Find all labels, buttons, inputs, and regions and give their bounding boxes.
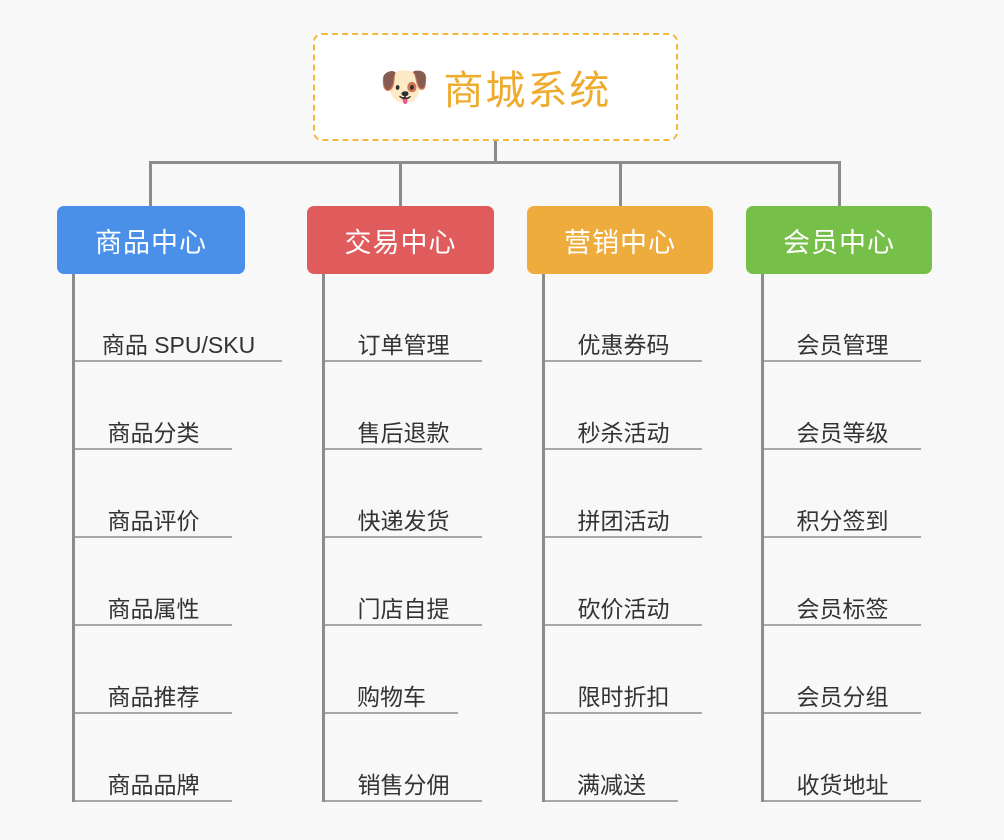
leaf-item-label: 收货地址 (796, 771, 889, 798)
leaf-item[interactable]: 会员标签 (764, 538, 921, 626)
branch-spine (72, 274, 75, 802)
root-title: 商城系统 (443, 69, 612, 113)
leaf-item[interactable]: 优惠券码 (545, 274, 702, 362)
leaf-item-label: 商品 SPU/SKU (101, 331, 256, 358)
connector-drop-2 (399, 161, 402, 206)
category-label: 会员中心 (783, 227, 895, 258)
leaf-item[interactable]: 满减送 (545, 714, 678, 802)
leaf-item-label: 砍价活动 (577, 595, 670, 622)
branch-spine (761, 274, 764, 802)
leaf-item[interactable]: 快递发货 (325, 450, 482, 538)
leaf-item-label: 满减送 (577, 771, 646, 798)
leaf-item-label: 商品评价 (107, 507, 200, 534)
leaf-item[interactable]: 销售分佣 (325, 714, 482, 802)
leaf-item-label: 购物车 (357, 683, 426, 710)
leaf-item-label: 销售分佣 (357, 771, 450, 798)
branch-product-center: 商品 SPU/SKU 商品分类 商品评价 商品属性 商品推荐 商品品牌 (72, 274, 287, 802)
leaf-item[interactable]: 订单管理 (325, 274, 482, 362)
category-box-marketing-center[interactable]: 营销中心 (527, 206, 713, 274)
leaf-item-label: 优惠券码 (577, 331, 670, 358)
leaf-item-label: 门店自提 (357, 595, 450, 622)
leaf-item-label: 快递发货 (357, 507, 450, 534)
branch-trade-center: 订单管理 售后退款 快递发货 门店自提 购物车 销售分佣 (322, 274, 522, 802)
branch-marketing-center: 优惠券码 秒杀活动 拼团活动 砍价活动 限时折扣 满减送 (542, 274, 742, 802)
leaf-item[interactable]: 商品 SPU/SKU (75, 274, 282, 362)
dog-face-icon: 🐶 (379, 65, 430, 109)
leaf-item-label: 商品属性 (107, 595, 200, 622)
category-label: 营销中心 (564, 227, 676, 258)
leaf-item-label: 商品分类 (107, 419, 200, 446)
branch-spine (542, 274, 545, 802)
leaf-item[interactable]: 商品推荐 (75, 626, 232, 714)
branch-member-center: 会员管理 会员等级 积分签到 会员标签 会员分组 收货地址 (761, 274, 961, 802)
category-box-member-center[interactable]: 会员中心 (746, 206, 932, 274)
leaf-item[interactable]: 拼团活动 (545, 450, 702, 538)
root-node-shop-system[interactable]: 🐶 商城系统 (313, 33, 678, 141)
leaf-item[interactable]: 秒杀活动 (545, 362, 702, 450)
leaf-item-label: 会员等级 (796, 419, 889, 446)
category-label: 交易中心 (344, 227, 457, 258)
leaf-item[interactable]: 门店自提 (325, 538, 482, 626)
category-label: 商品中心 (95, 227, 207, 258)
branch-spine (322, 274, 325, 802)
leaf-item-label: 会员分组 (796, 683, 889, 710)
connector-drop-3 (619, 161, 622, 206)
leaf-item-label: 秒杀活动 (577, 419, 670, 446)
leaf-item[interactable]: 会员管理 (764, 274, 921, 362)
leaf-item[interactable]: 限时折扣 (545, 626, 702, 714)
category-box-product-center[interactable]: 商品中心 (57, 206, 245, 274)
leaf-item[interactable]: 收货地址 (764, 714, 921, 802)
leaf-item-label: 会员管理 (796, 331, 889, 358)
leaf-item-label: 售后退款 (357, 419, 450, 446)
leaf-item-label: 积分签到 (796, 507, 889, 534)
leaf-item[interactable]: 商品分类 (75, 362, 232, 450)
connector-horizontal-bus (150, 161, 840, 164)
leaf-item-label: 限时折扣 (577, 683, 670, 710)
leaf-item-label: 会员标签 (796, 595, 889, 622)
leaf-item[interactable]: 商品属性 (75, 538, 232, 626)
leaf-item[interactable]: 会员等级 (764, 362, 921, 450)
category-box-trade-center[interactable]: 交易中心 (307, 206, 494, 274)
leaf-item[interactable]: 积分签到 (764, 450, 921, 538)
leaf-item[interactable]: 购物车 (325, 626, 458, 714)
leaf-item-label: 商品品牌 (107, 771, 200, 798)
leaf-item-label: 拼团活动 (577, 507, 670, 534)
connector-drop-1 (149, 161, 152, 206)
leaf-item[interactable]: 会员分组 (764, 626, 921, 714)
leaf-item[interactable]: 砍价活动 (545, 538, 702, 626)
leaf-item[interactable]: 商品评价 (75, 450, 232, 538)
leaf-item-label: 订单管理 (357, 331, 450, 358)
connector-root-stem (494, 141, 497, 163)
connector-drop-4 (838, 161, 841, 206)
leaf-item[interactable]: 商品品牌 (75, 714, 232, 802)
leaf-item-label: 商品推荐 (107, 683, 200, 710)
leaf-item[interactable]: 售后退款 (325, 362, 482, 450)
